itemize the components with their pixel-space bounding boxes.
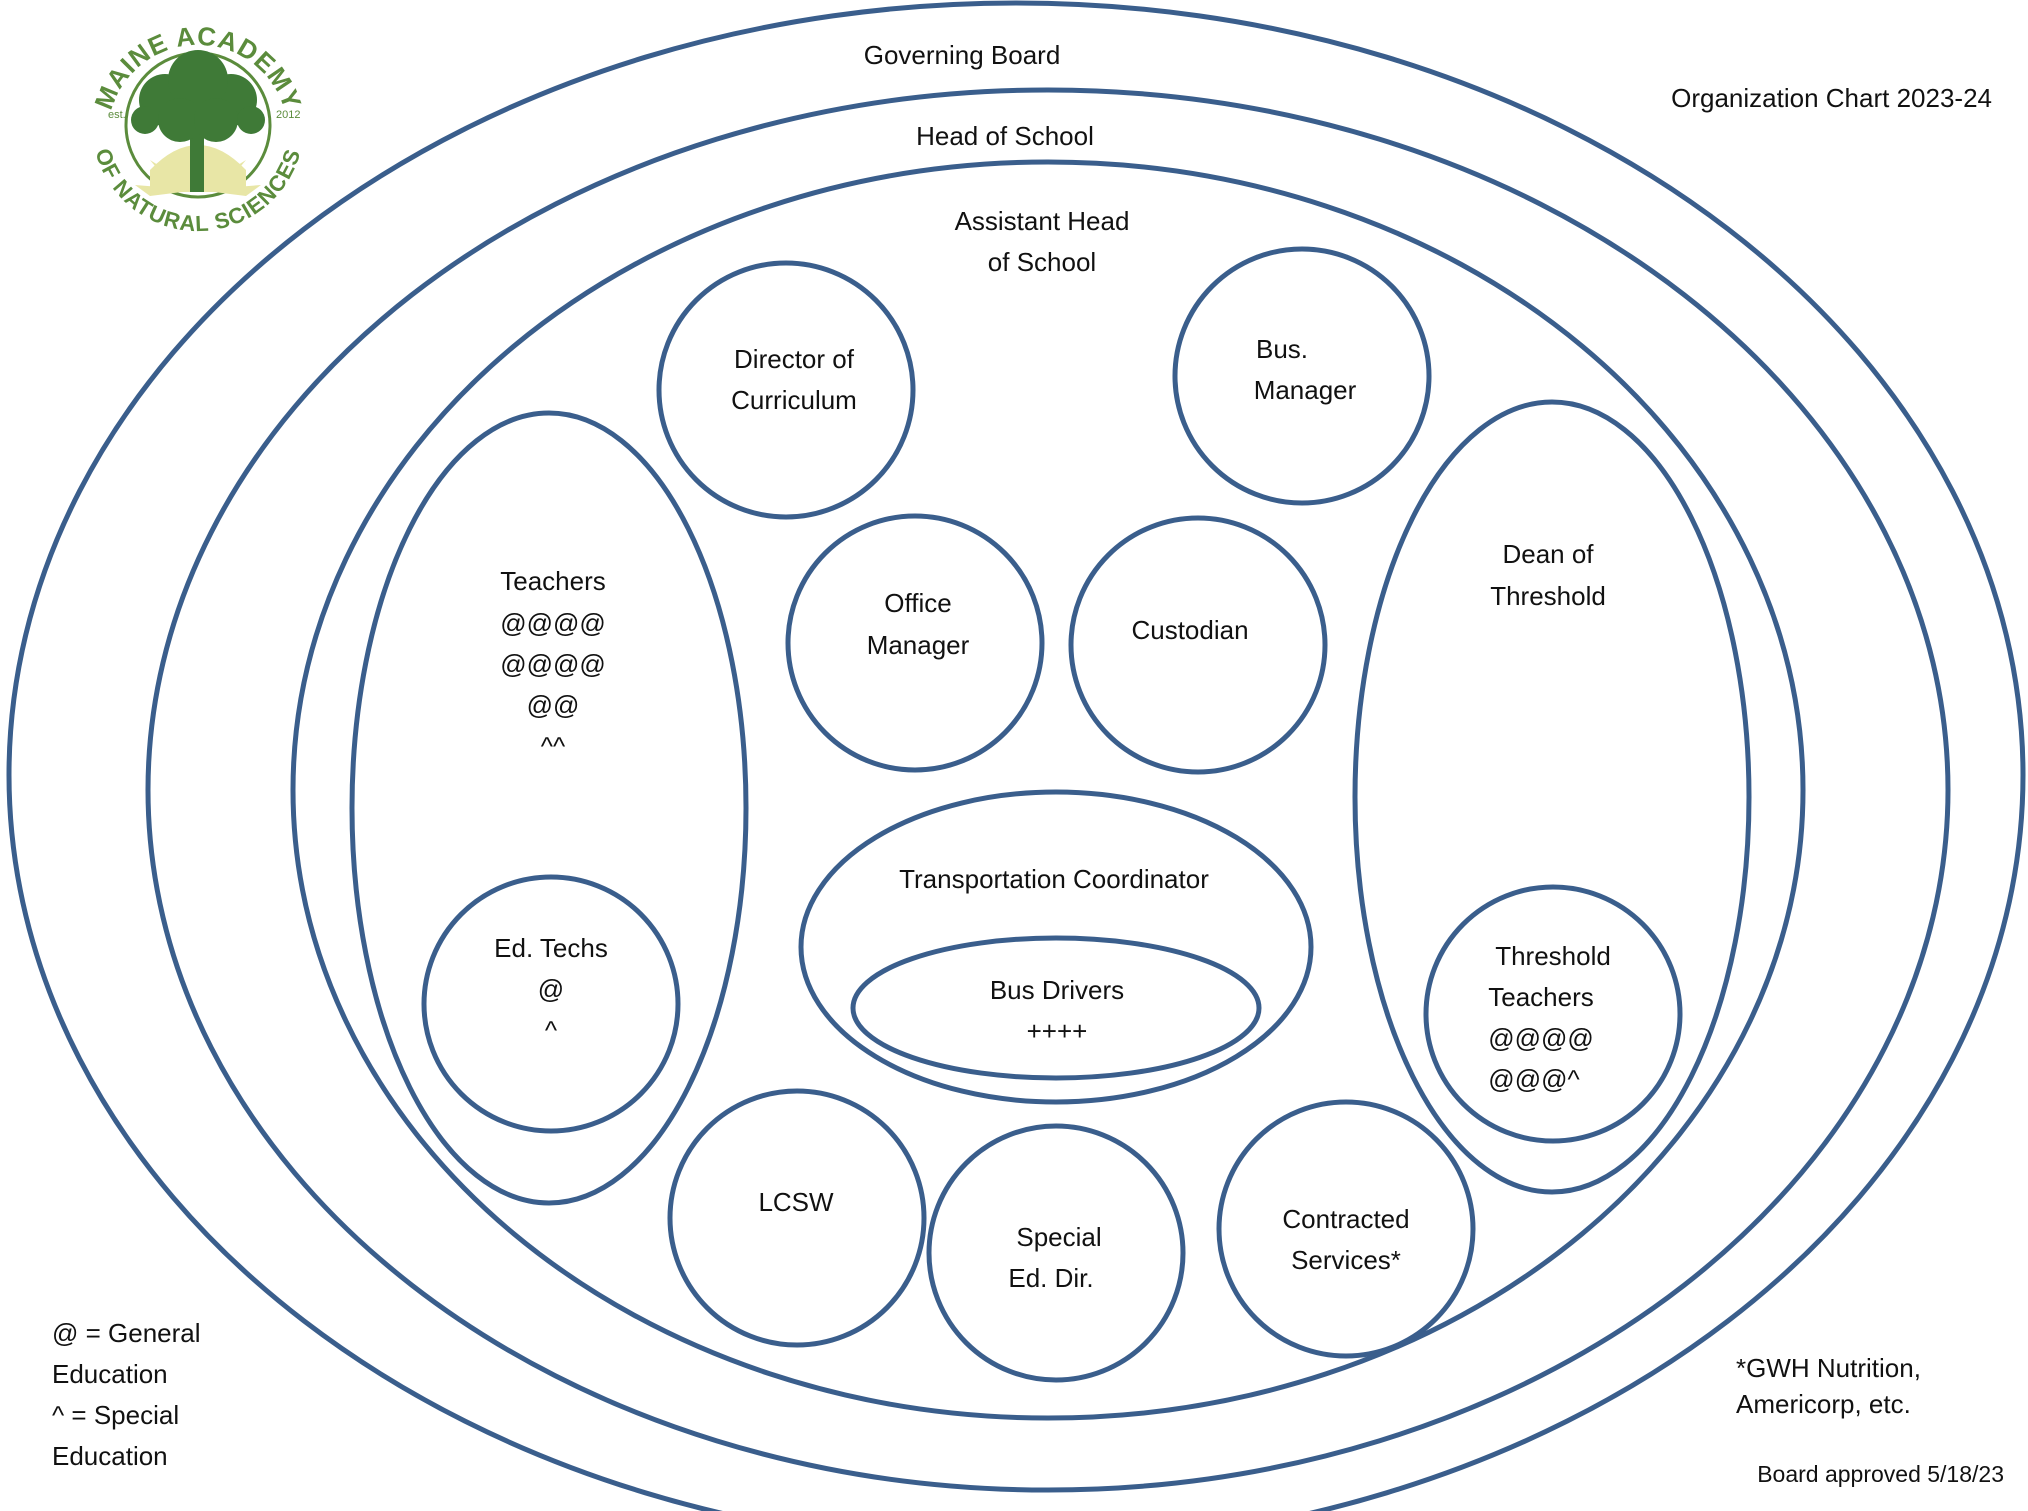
logo-est-year: 2012 — [276, 109, 300, 121]
governing-board-label: Governing Board — [864, 40, 1061, 70]
page-title: Organization Chart 2023-24 — [1671, 83, 1992, 113]
transportation-label: Transportation Coordinator — [899, 864, 1209, 894]
assistant-head-label-line2: of School — [988, 247, 1096, 277]
special-ed-label-line2: Ed. Dir. — [1008, 1263, 1093, 1293]
lcsw-node: LCSW — [667, 1088, 927, 1348]
logo-sun-rays — [135, 145, 261, 196]
legend-line2: Education — [52, 1359, 168, 1389]
bus-drivers-node: Bus Drivers ++++ — [850, 935, 1262, 1081]
bus-manager-label-line1: Bus. — [1256, 334, 1308, 364]
head-of-school-label: Head of School — [916, 121, 1094, 151]
office-manager-node: Office Manager — [785, 513, 1045, 773]
bus-manager-node: Bus. Manager — [1172, 246, 1432, 506]
tree-icon — [131, 50, 265, 192]
office-manager-label-line1: Office — [884, 588, 951, 618]
teachers-label: Teachers — [500, 566, 606, 596]
teachers-line4: @@ — [527, 690, 580, 720]
threshold-teachers-label-line4: @@@^ — [1488, 1064, 1580, 1094]
bus-drivers-label-line2: ++++ — [1027, 1016, 1088, 1046]
special-ed-label-line1: Special — [1016, 1222, 1101, 1252]
legend-line3: ^ = Special — [52, 1400, 179, 1430]
ed-techs-node: Ed. Techs @ ^ — [421, 874, 681, 1134]
contracted-label-line1: Contracted — [1282, 1204, 1409, 1234]
contracted-label-line2: Services* — [1291, 1245, 1401, 1275]
bus-manager-label-line2: Manager — [1254, 375, 1357, 405]
assistant-head-ring — [290, 159, 1806, 1421]
legend: @ = General Education ^ = Special Educat… — [52, 1318, 201, 1471]
governing-board-ring — [6, 0, 2026, 1511]
bus-drivers-label-line1: Bus Drivers — [990, 975, 1124, 1005]
special-ed-director-node: Special Ed. Dir. — [926, 1123, 1186, 1383]
director-label-line2: Curriculum — [731, 385, 857, 415]
school-logo: MAINE ACADEMY OF NATURAL SCIENCES est. 2… — [88, 21, 306, 237]
teachers-line2: @@@@ — [500, 608, 606, 638]
office-manager-label-line2: Manager — [867, 630, 970, 660]
assistant-head-label-line1: Assistant Head — [955, 206, 1130, 236]
logo-est-label: est. — [108, 109, 126, 121]
head-of-school-ring — [145, 87, 1951, 1493]
contracted-services-footnote: *GWH Nutrition, Americorp, etc. — [1736, 1353, 1921, 1419]
threshold-teachers-label-line2: Teachers — [1488, 982, 1594, 1012]
contracted-services-node: Contracted Services* — [1216, 1099, 1476, 1359]
teachers-line5: ^^ — [541, 731, 566, 761]
director-of-curriculum-node: Director of Curriculum — [656, 260, 916, 520]
legend-line1: @ = General — [52, 1318, 201, 1348]
threshold-teachers-node: Threshold Teachers @@@@ @@@^ — [1423, 884, 1683, 1144]
custodian-label: Custodian — [1131, 615, 1248, 645]
teachers-line3: @@@@ — [500, 649, 606, 679]
board-approval-note: Board approved 5/18/23 — [1757, 1461, 2004, 1487]
teachers-node: Teachers @@@@ @@@@ @@ ^^ — [349, 410, 749, 1206]
dean-label-line1: Dean of — [1502, 539, 1594, 569]
ed-techs-label-line3: ^ — [545, 1015, 558, 1045]
director-label-line1: Director of — [734, 344, 855, 374]
footnote-line2: Americorp, etc. — [1736, 1389, 1911, 1419]
ed-techs-label-line1: Ed. Techs — [494, 933, 608, 963]
threshold-teachers-label-line1: Threshold — [1495, 941, 1611, 971]
lcsw-label: LCSW — [758, 1187, 834, 1217]
footnote-line1: *GWH Nutrition, — [1736, 1353, 1921, 1383]
threshold-teachers-label-line3: @@@@ — [1488, 1023, 1594, 1053]
transportation-coordinator-node: Transportation Coordinator — [798, 789, 1314, 1105]
ed-techs-label-line2: @ — [538, 974, 564, 1004]
dean-label-line2: Threshold — [1490, 581, 1606, 611]
custodian-node: Custodian — [1068, 515, 1328, 775]
dean-of-threshold-node: Dean of Threshold — [1352, 399, 1752, 1195]
legend-line4: Education — [52, 1441, 168, 1471]
